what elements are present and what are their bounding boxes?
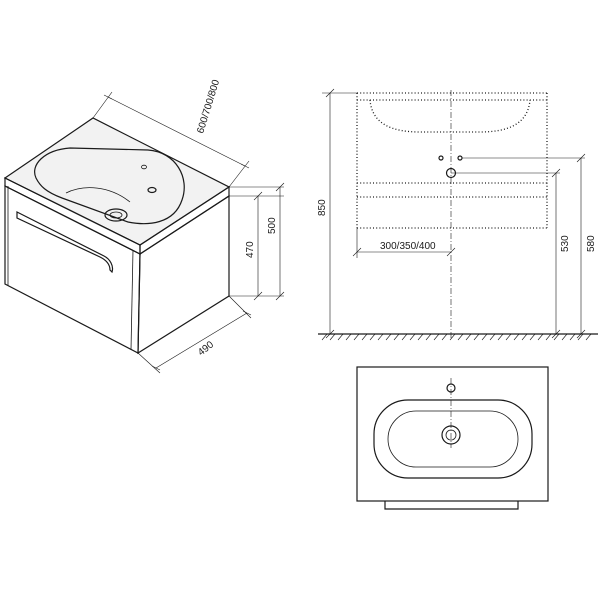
floor-line: [318, 333, 598, 341]
plan-handle: [384, 501, 519, 510]
hole2-height-label: 580: [586, 235, 597, 252]
height-dimensions: 470 500: [229, 182, 285, 301]
outlet-holes: [438, 90, 463, 340]
outlet-hole-icon: [438, 155, 444, 161]
drain-icon: [104, 208, 128, 222]
hole-distance-dimension: 300/350/400: [352, 228, 456, 258]
height-850-dimension: 850: [317, 88, 357, 339]
floor-to-top-label: 850: [317, 199, 328, 216]
basin-outline: [373, 399, 533, 479]
cabinet-outline: [356, 92, 548, 229]
depth-dimension: 490: [137, 295, 252, 374]
isometric-view: 600/700/800 470 500 490: [3, 78, 285, 374]
basin-inner: [387, 410, 519, 468]
basin: [34, 147, 185, 225]
hole1-height-label: 530: [560, 235, 571, 252]
hole-distance-label: 300/350/400: [380, 241, 436, 252]
height-back-label: 500: [267, 217, 278, 234]
plan-view: [356, 366, 549, 510]
width-label: 600/700/800: [195, 78, 222, 135]
countertop: [3, 117, 231, 256]
hole-height-dimensions: 530 580: [451, 153, 597, 339]
outlet-hole-icon: [457, 155, 463, 161]
front-elevation: 850 300/350/400 530 580: [317, 88, 598, 341]
drawer-handle: [16, 211, 114, 274]
tap-hole-icon: [147, 186, 157, 194]
height-front-label: 470: [245, 241, 256, 258]
